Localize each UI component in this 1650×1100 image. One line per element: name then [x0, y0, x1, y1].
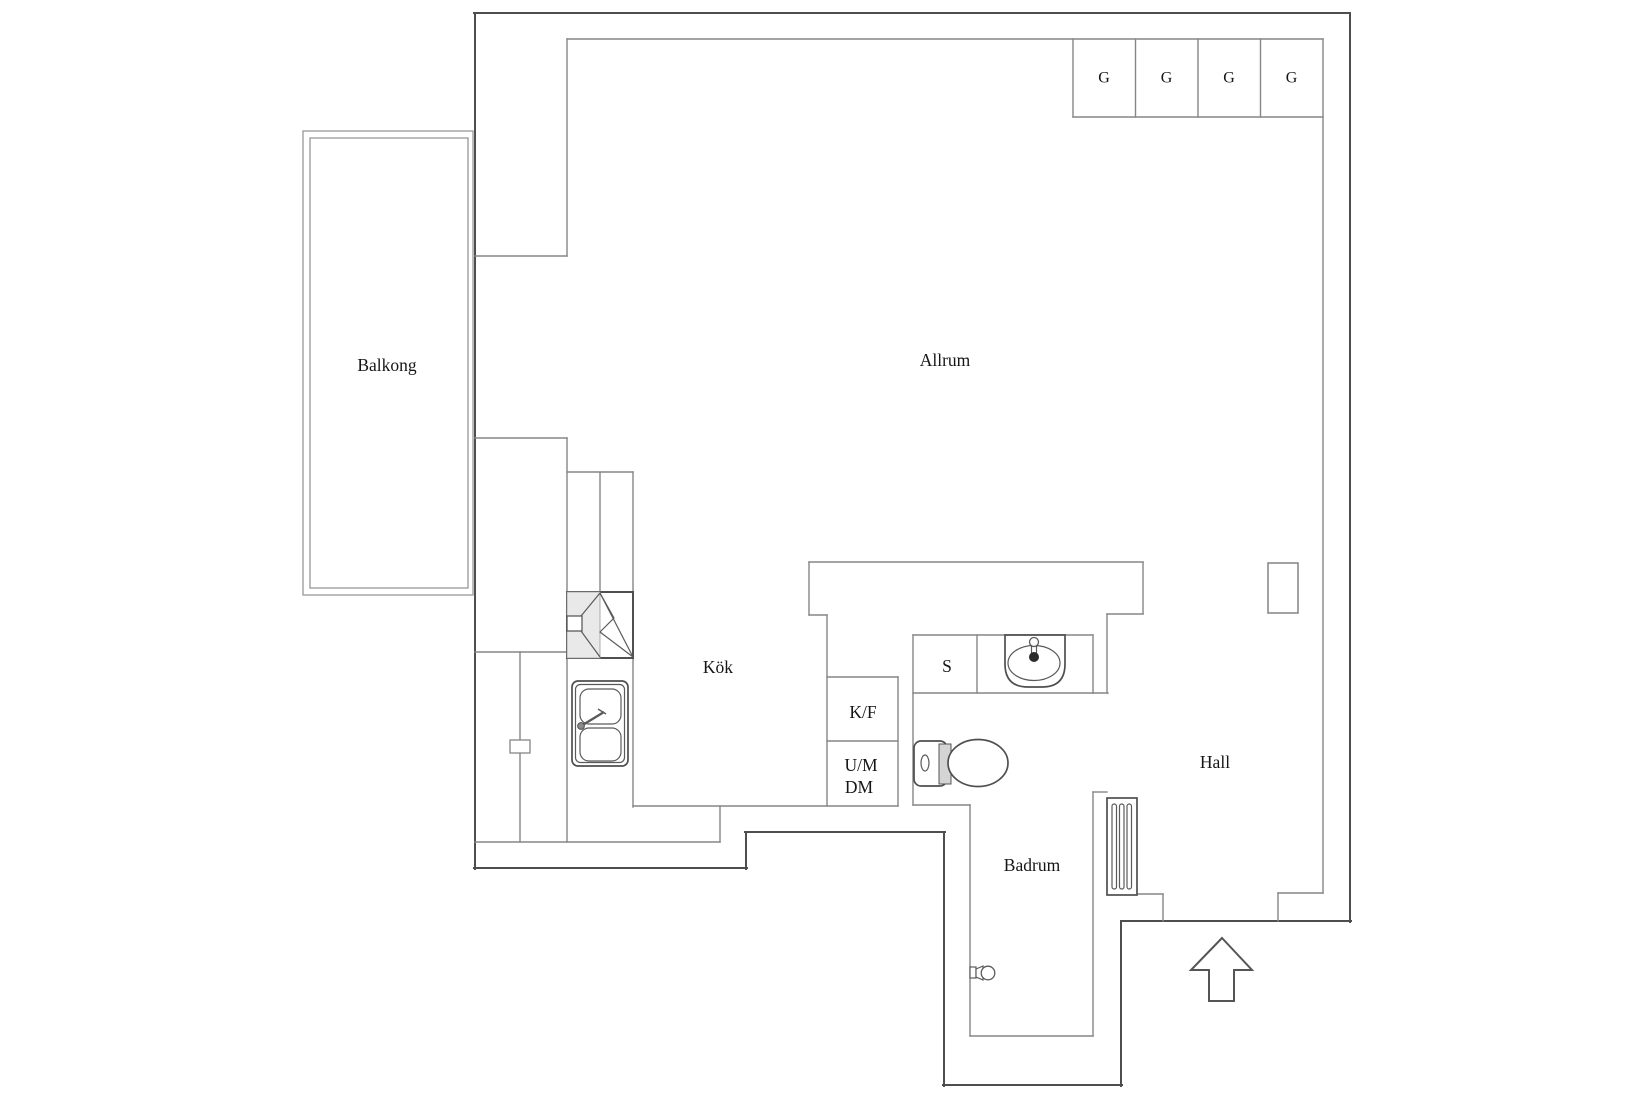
shower-mixer-icon: [969, 965, 996, 981]
wardrobe-labels: G G G G: [1098, 70, 1298, 87]
label-wardrobe-3: G: [1223, 70, 1235, 87]
label-cabinet: S: [942, 656, 952, 676]
kitchen-sink: [571, 680, 629, 767]
label-wardrobe-4: G: [1286, 70, 1298, 87]
label-hall: Hall: [1200, 752, 1230, 772]
wall-divider-box: [509, 739, 531, 754]
bathroom-sink: [1004, 634, 1066, 688]
label-wardrobe-2: G: [1161, 70, 1173, 87]
radiator: [1106, 797, 1138, 896]
label-fridge-freezer: K/F: [849, 702, 877, 722]
balcony-outline: [302, 130, 474, 596]
entrance-arrow-icon: [1188, 936, 1255, 1002]
interior-walls: [474, 38, 1324, 1037]
label-kitchen: Kök: [703, 657, 733, 677]
label-living-room: Allrum: [920, 350, 971, 370]
label-wardrobe-1: G: [1098, 70, 1110, 87]
fireplace-symbol: [566, 591, 634, 659]
toilet: [913, 738, 1009, 788]
label-washing-machine: U/M: [844, 755, 878, 775]
label-balcony: Balkong: [357, 355, 417, 375]
right-wall-shaft-box: [1267, 562, 1299, 614]
room-labels: Balkong Allrum Kök Badrum Hall K/F U/M D…: [357, 350, 1230, 875]
label-bathroom: Badrum: [1004, 855, 1061, 875]
outer-walls: [473, 12, 1352, 1087]
label-dishwasher: DM: [845, 777, 874, 797]
